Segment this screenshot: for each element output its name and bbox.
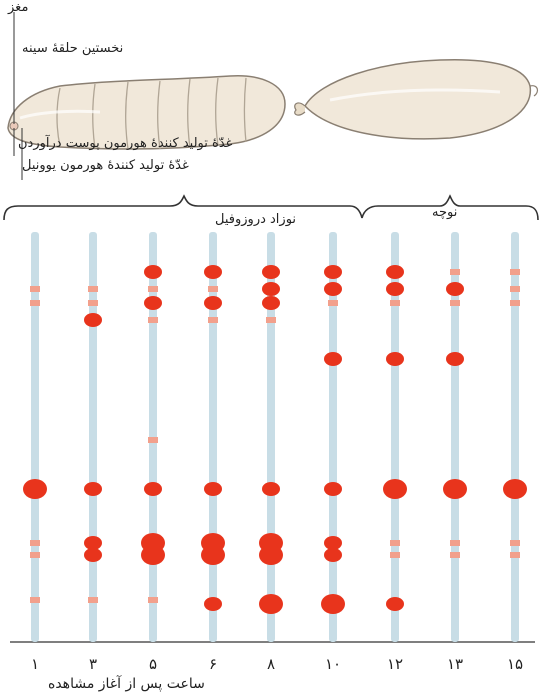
x-tick-label: ۱: [20, 655, 50, 673]
puff: [201, 545, 225, 565]
pupa-illustration: [295, 60, 538, 139]
puff: [324, 352, 342, 366]
larva-bracket: [4, 196, 362, 220]
faint-band: [30, 300, 40, 306]
puff: [204, 482, 222, 496]
x-tick-label: ۱۵: [500, 655, 530, 673]
puff: [324, 536, 342, 550]
puff: [446, 352, 464, 366]
faint-band: [148, 597, 158, 603]
faint-band: [450, 300, 460, 306]
puff: [144, 482, 162, 496]
puff: [262, 265, 280, 279]
faint-band: [510, 540, 520, 546]
faint-band: [266, 317, 276, 323]
x-tick-label: ۶: [198, 655, 228, 673]
faint-band: [30, 540, 40, 546]
puff: [84, 313, 102, 327]
faint-band: [208, 317, 218, 323]
x-tick-label: ۱۲: [380, 655, 410, 673]
chromosome-strip: [511, 232, 519, 642]
puff: [259, 545, 283, 565]
puff: [386, 352, 404, 366]
puff: [443, 479, 467, 499]
puff: [386, 282, 404, 296]
label-juvenile-gland: غدّهٔ تولید کنندهٔ هورمون یوونیل: [22, 158, 189, 173]
puff: [324, 482, 342, 496]
puff: [144, 296, 162, 310]
label-first-thoracic-ring: نخستین حلقهٔ سینه: [22, 41, 123, 56]
faint-band: [390, 540, 400, 546]
faint-band: [30, 552, 40, 558]
faint-band: [510, 300, 520, 306]
chromosome-strip: [31, 232, 39, 642]
faint-band: [510, 552, 520, 558]
puff: [324, 282, 342, 296]
faint-band: [148, 286, 158, 292]
puff: [141, 545, 165, 565]
puff: [262, 296, 280, 310]
faint-band: [450, 552, 460, 558]
puff: [383, 479, 407, 499]
faint-band: [88, 286, 98, 292]
faint-band: [450, 540, 460, 546]
label-larva-stage: نوزاد دروزوفیل: [215, 212, 296, 227]
puff: [204, 265, 222, 279]
puff: [386, 597, 404, 611]
puff: [204, 296, 222, 310]
x-tick-label: ۸: [256, 655, 286, 673]
faint-band: [510, 269, 520, 275]
label-brain: مغز: [8, 0, 28, 15]
x-axis-label: ساعت پس از آغاز مشاهده: [48, 676, 205, 692]
puff: [23, 479, 47, 499]
puff: [144, 265, 162, 279]
faint-band: [390, 552, 400, 558]
puff: [84, 482, 102, 496]
faint-band: [148, 437, 158, 443]
puff: [84, 536, 102, 550]
puff: [204, 597, 222, 611]
faint-band: [450, 269, 460, 275]
label-molting-gland: غدّهٔ تولید کنندهٔ هورمون پوست درآوردن: [18, 136, 232, 151]
faint-band: [148, 317, 158, 323]
x-tick-label: ۱۳: [440, 655, 470, 673]
faint-band: [88, 300, 98, 306]
puff: [324, 265, 342, 279]
puff: [84, 548, 102, 562]
label-pupa-stage: نوچه: [432, 205, 457, 220]
x-tick-label: ۳: [78, 655, 108, 673]
x-tick-label: ۱۰: [318, 655, 348, 673]
faint-band: [30, 597, 40, 603]
faint-band: [208, 286, 218, 292]
x-tick-label: ۵: [138, 655, 168, 673]
chromosome-strip: [89, 232, 97, 642]
puff: [259, 594, 283, 614]
chromosome-strip: [209, 232, 217, 642]
puff: [446, 282, 464, 296]
puff: [503, 479, 527, 499]
puff: [386, 265, 404, 279]
faint-band: [30, 286, 40, 292]
puff: [262, 282, 280, 296]
faint-band: [88, 597, 98, 603]
puff: [324, 548, 342, 562]
faint-band: [510, 286, 520, 292]
faint-band: [328, 300, 338, 306]
puff: [321, 594, 345, 614]
puff: [262, 482, 280, 496]
faint-band: [390, 300, 400, 306]
